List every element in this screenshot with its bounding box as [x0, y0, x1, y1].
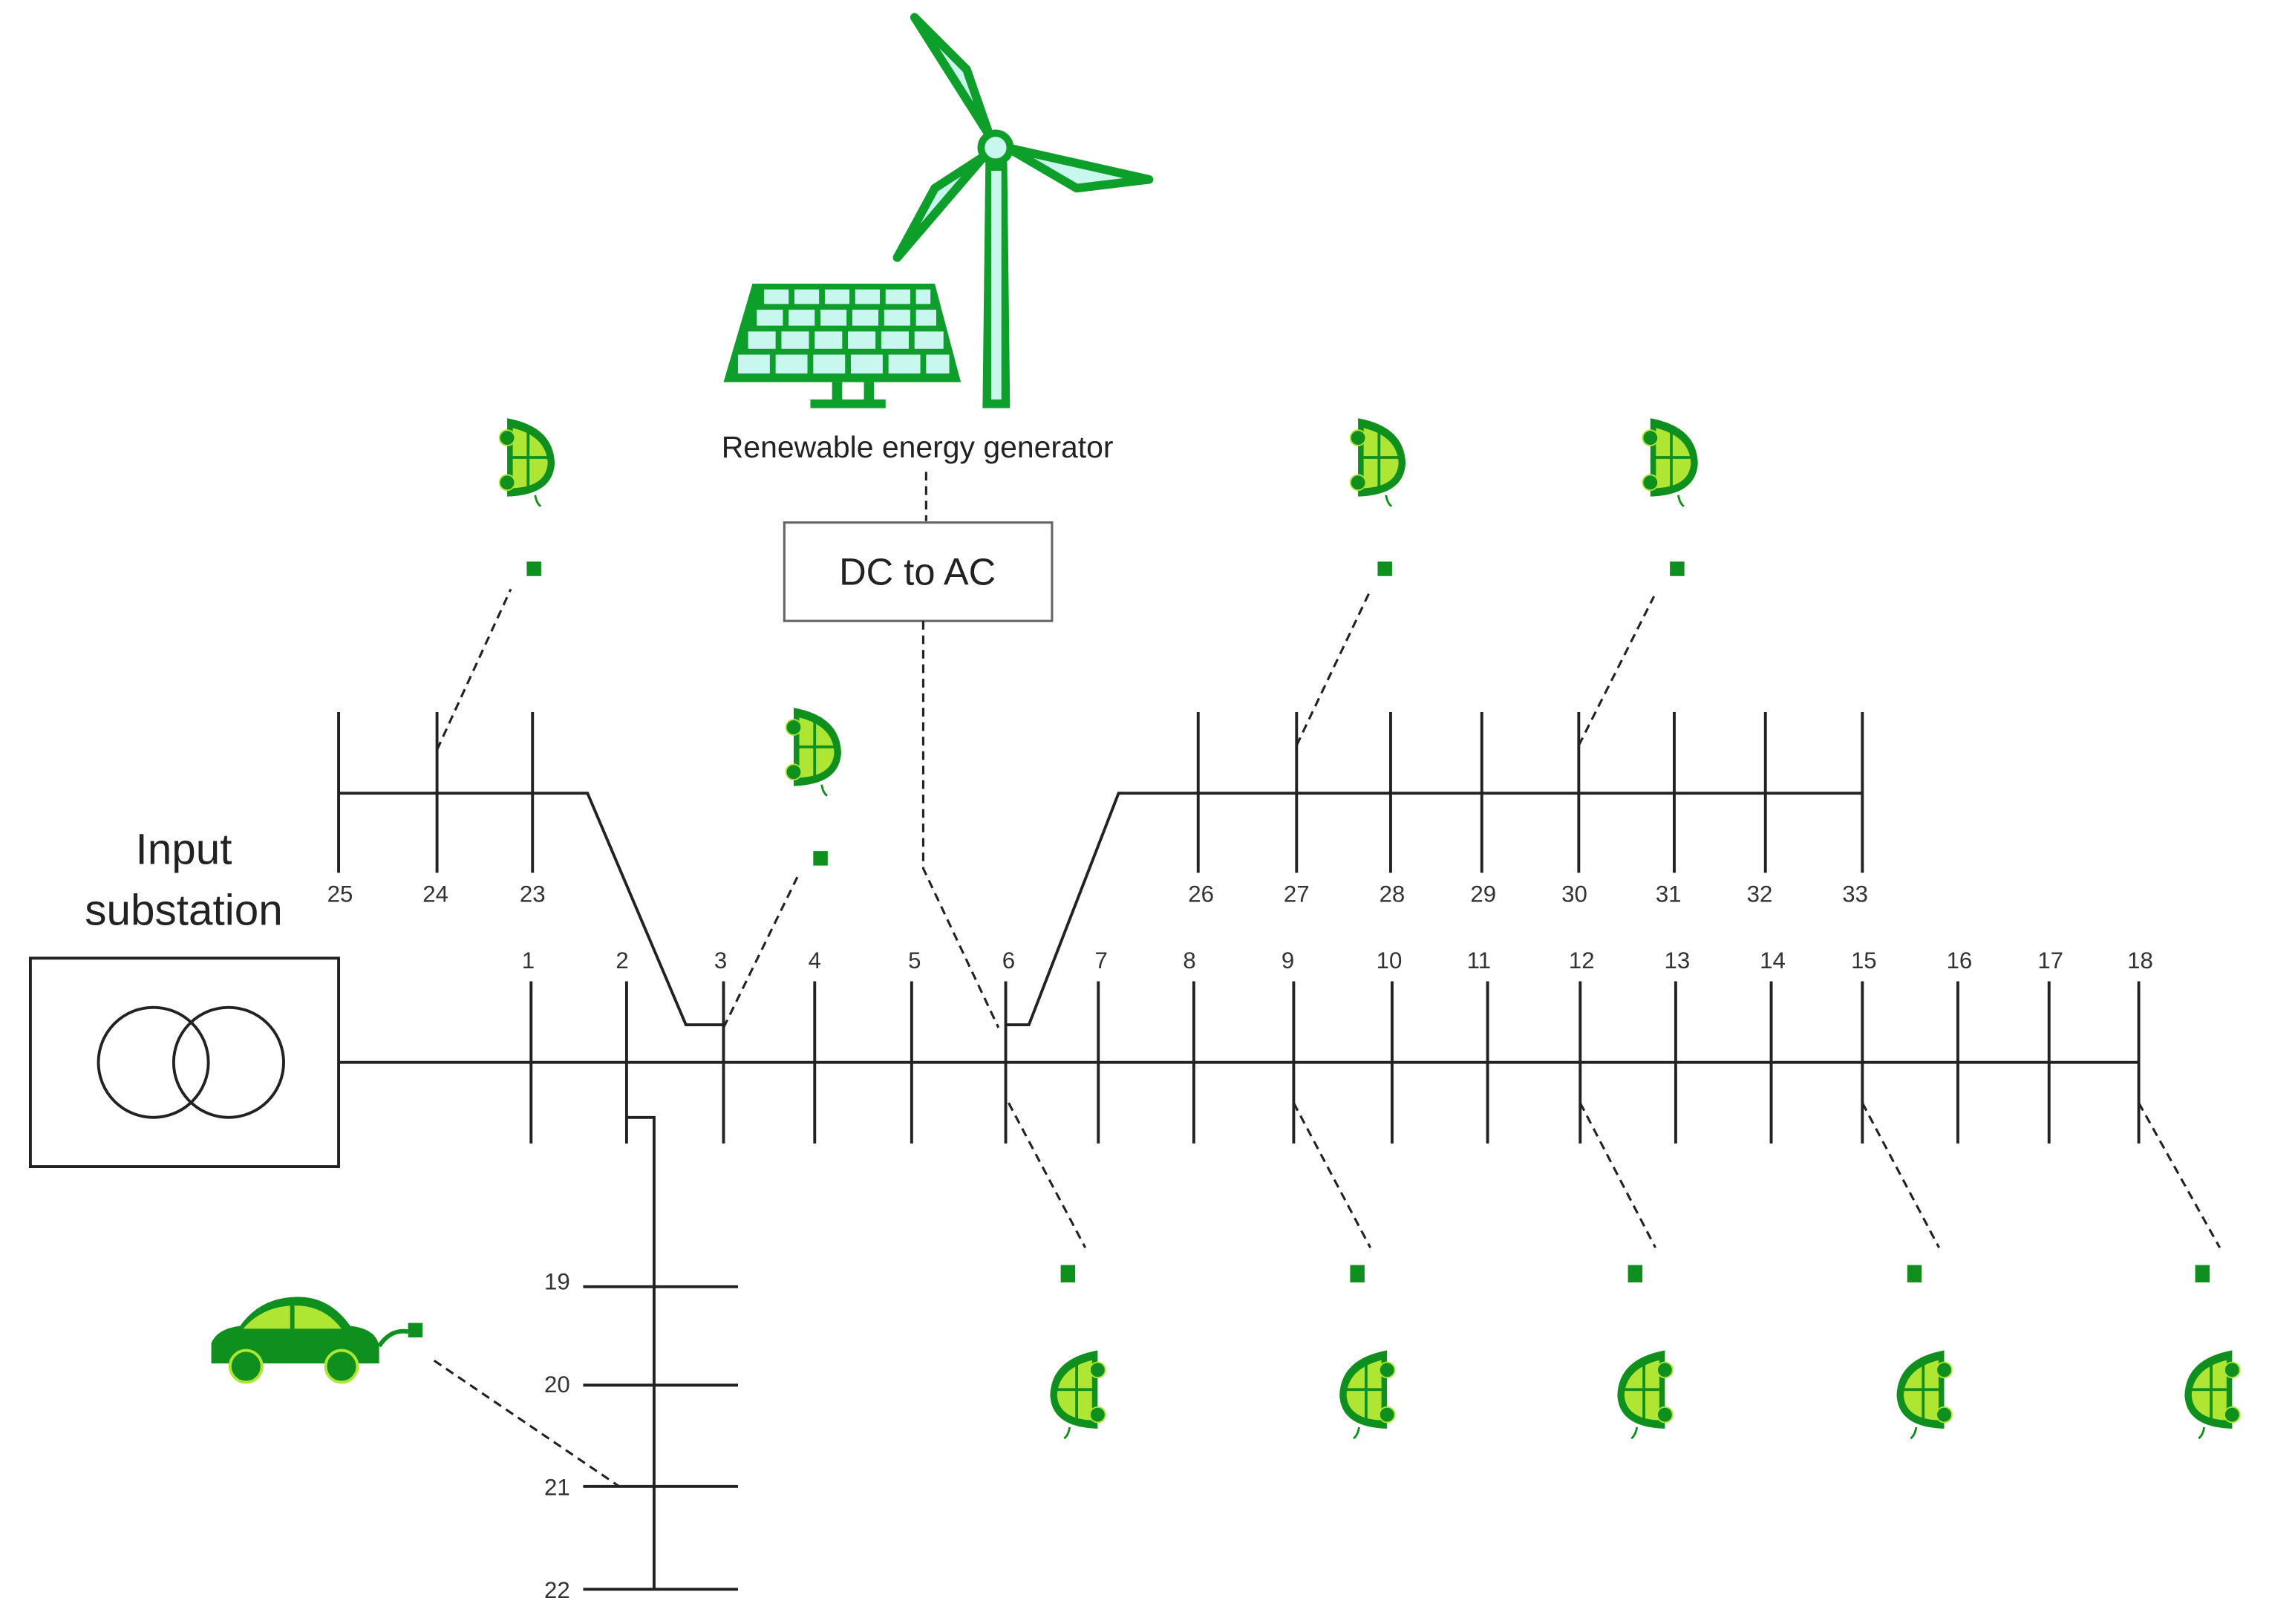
bus-label-14: 14	[1760, 948, 1786, 974]
bus-label-3: 3	[714, 948, 727, 974]
bus-label-12: 12	[1569, 948, 1595, 974]
bus-label-19: 19	[544, 1269, 570, 1295]
electric-car-icon	[2184, 1351, 2239, 1439]
plug-icon	[526, 561, 541, 576]
bus-label-18: 18	[2127, 948, 2153, 974]
bus-label-2: 2	[616, 948, 628, 974]
bus-label-26: 26	[1188, 881, 1214, 907]
electric-car-icon	[1617, 1351, 1672, 1439]
plug-icon	[1628, 1265, 1643, 1282]
electric-car-icon	[1642, 418, 1697, 506]
lateral-branch: 19 20 21 22	[544, 1115, 738, 1603]
ev-bus-21	[211, 1297, 423, 1384]
plug-icon	[1350, 1265, 1365, 1282]
ev-bus-24	[500, 418, 555, 576]
bus-label-27: 27	[1284, 881, 1310, 907]
renewable-generator-label: Renewable energy generator	[722, 430, 1114, 464]
bus-label-22: 22	[544, 1577, 570, 1603]
ev-connection-lines	[433, 588, 2221, 1488]
bus-label-5: 5	[908, 948, 921, 974]
input-substation-label-line1: Input	[136, 826, 232, 874]
bus-label-4: 4	[809, 948, 821, 974]
ev-bus-3	[786, 708, 841, 866]
plug-icon	[2195, 1265, 2210, 1282]
bus-label-30: 30	[1561, 881, 1587, 907]
electric-car-icon	[500, 418, 555, 506]
bus-label-1: 1	[522, 948, 535, 974]
bus-label-13: 13	[1665, 948, 1691, 974]
ev-bus-15	[1897, 1265, 1952, 1439]
bus-label-11: 11	[1467, 948, 1491, 974]
electric-car-icon	[1351, 418, 1406, 506]
bus-label-32: 32	[1747, 881, 1773, 907]
ev-bus-6	[1050, 1265, 1105, 1439]
bus-label-21: 21	[544, 1475, 570, 1501]
bus-label-15: 15	[1851, 948, 1877, 974]
solar-panel-icon	[723, 284, 962, 408]
plug-icon	[1060, 1265, 1076, 1282]
bus-label-24: 24	[422, 881, 448, 907]
bus-label-28: 28	[1380, 881, 1406, 907]
bus-label-10: 10	[1377, 948, 1403, 974]
plug-icon	[408, 1323, 423, 1338]
electric-car-icon	[786, 708, 841, 796]
input-substation: Input substation	[28, 826, 341, 1169]
ev-bus-12	[1617, 1265, 1672, 1439]
bus-label-29: 29	[1470, 881, 1496, 907]
bus-label-31: 31	[1656, 881, 1682, 907]
plug-icon	[1377, 561, 1392, 576]
bus-label-17: 17	[2037, 948, 2063, 974]
plug-icon	[1907, 1265, 1922, 1282]
electric-car-icon	[1339, 1351, 1394, 1439]
ev-bus-9	[1339, 1265, 1394, 1439]
dc-to-ac-label: DC to AC	[839, 550, 996, 593]
electric-car-icon	[1897, 1351, 1952, 1439]
bus-label-8: 8	[1183, 948, 1195, 974]
bus-label-7: 7	[1095, 948, 1108, 974]
upper-left-branch: 25 24 23	[327, 712, 724, 1026]
electric-car-icon	[1050, 1351, 1105, 1439]
bus-label-33: 33	[1842, 881, 1868, 907]
ev-bus-30	[1642, 418, 1697, 576]
main-feeder: 1 2 3 4 5 6 7 8 9 10 11 12 13 14 15 16 1…	[339, 948, 2153, 1144]
renewable-energy-generator: Renewable energy generator	[722, 13, 1154, 464]
wind-turbine-icon	[892, 13, 1154, 408]
ev-bus-18	[2184, 1265, 2239, 1439]
bus-label-6: 6	[1002, 948, 1015, 974]
plug-icon	[1670, 561, 1685, 576]
bus-label-9: 9	[1282, 948, 1294, 974]
ev-bus-27	[1351, 418, 1406, 576]
plug-icon	[813, 851, 828, 866]
upper-right-branch: 26 27 28 29 30 31 32 33	[1005, 712, 1868, 1026]
input-substation-label-line2: substation	[85, 887, 283, 935]
bus-label-25: 25	[327, 881, 353, 907]
bus-label-20: 20	[544, 1372, 570, 1398]
electric-car-icon	[211, 1297, 409, 1384]
dc-to-ac-converter: DC to AC	[783, 472, 1054, 1028]
bus-label-23: 23	[520, 881, 546, 907]
bus-label-16: 16	[1947, 948, 1973, 974]
substation-transformer-icon	[97, 1005, 285, 1119]
